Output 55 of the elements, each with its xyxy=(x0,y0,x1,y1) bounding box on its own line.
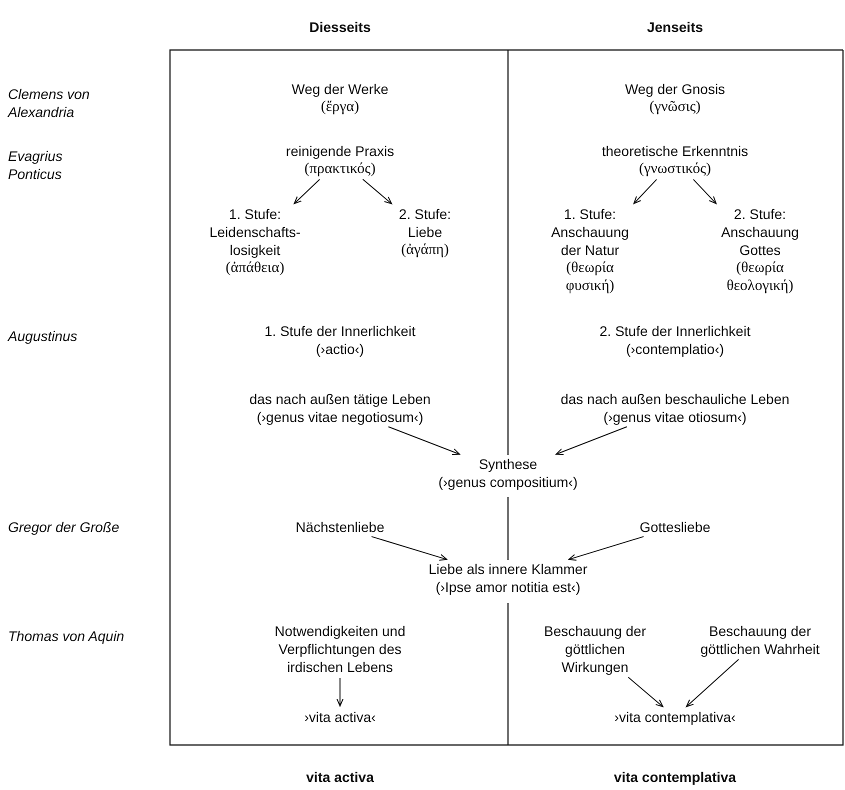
concept-label: Beschauung der göttlichen Wirkungen xyxy=(543,622,647,676)
column-heading: vita activa xyxy=(306,768,374,786)
concept-label: 2. Stufe: Anschauung Gottes xyxy=(720,205,800,259)
row-heading: Augustinus xyxy=(8,327,78,345)
column-heading: Diesseits xyxy=(309,18,371,36)
concept-label: reinigende Praxis xyxy=(284,142,396,160)
term-label: (ἀγάπη) xyxy=(400,241,450,259)
column-heading: Jenseits xyxy=(646,18,704,36)
concept-label: das nach außen beschauliche Leben xyxy=(560,390,790,408)
concept-label: das nach außen tätige Leben xyxy=(248,390,432,408)
term-label: (›genus vitae otiosum‹) xyxy=(602,408,748,426)
concept-label: Beschauung der göttlichen Wahrheit xyxy=(699,622,821,658)
arrow xyxy=(568,536,644,561)
arrow xyxy=(294,178,320,204)
row-heading: Gregor der Große xyxy=(8,518,120,536)
row-heading: Thomas von Aquin xyxy=(8,627,126,645)
concept-label: Gottesliebe xyxy=(638,518,712,536)
arrow xyxy=(633,178,658,204)
term-label: (›Ipse amor notitia est‹) xyxy=(434,578,582,596)
term-label: (γνωστικός) xyxy=(638,160,712,178)
term-label: (ἀπάθεια) xyxy=(224,259,286,277)
column-heading: vita contemplativa xyxy=(614,768,736,786)
concept-label: Weg der Gnosis xyxy=(624,80,726,98)
concept-label: ›vita activa‹ xyxy=(303,708,377,726)
concept-label: Weg der Werke xyxy=(290,80,390,98)
concept-label: 1. Stufe der Innerlichkeit xyxy=(264,322,416,340)
term-label: (›genus vitae negotiosum‹) xyxy=(256,408,424,426)
arrow xyxy=(388,426,460,456)
concept-label: 1. Stufe: Leidenschafts- losigkeit xyxy=(208,205,302,259)
concept-label: Nächstenliebe xyxy=(294,518,386,536)
arrow xyxy=(686,658,740,708)
concept-label: ›vita contemplativa‹ xyxy=(613,708,737,726)
arrow xyxy=(371,536,448,561)
row-heading: Clemens von Alexandria xyxy=(8,85,91,121)
term-label: (›contemplatio‹) xyxy=(624,340,726,358)
term-label: (γνῶσις) xyxy=(648,98,702,116)
concept-label: Liebe als innere Klammer xyxy=(428,560,588,578)
arrow xyxy=(556,426,628,456)
term-label: (θεωρία φυσική) xyxy=(564,259,616,295)
concept-label: Synthese xyxy=(478,455,538,473)
term-label: (›actio‹) xyxy=(314,340,366,358)
term-label: (πρακτικός) xyxy=(303,160,377,178)
concept-label: theoretische Erkenntnis xyxy=(600,142,750,160)
concept-label: 2. Stufe der Innerlichkeit xyxy=(598,322,752,340)
concept-label: Notwendigkeiten und Verpflichtungen des irdischen Lebens xyxy=(274,622,406,676)
term-label: (θεωρία θεολογική) xyxy=(726,259,794,295)
arrow xyxy=(628,676,664,708)
term-label: (›genus compositium‹) xyxy=(437,473,579,491)
arrow xyxy=(336,678,344,706)
row-heading: Evagrius Ponticus xyxy=(8,147,64,183)
arrow xyxy=(692,178,717,204)
concept-label: 1. Stufe: Anschauung der Natur xyxy=(550,205,630,259)
arrow xyxy=(362,178,392,204)
concept-label: 2. Stufe: Liebe xyxy=(398,205,452,241)
term-label: (ἔργα) xyxy=(320,98,360,116)
